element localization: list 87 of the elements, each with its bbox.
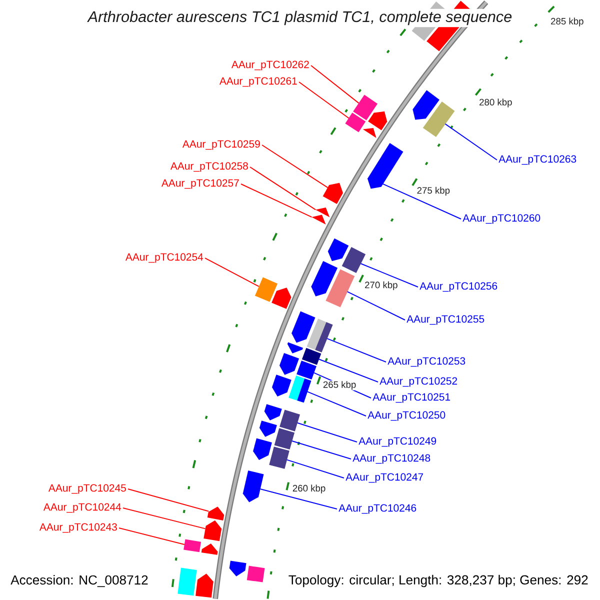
leader-line [296, 422, 358, 442]
leader-line [240, 184, 312, 218]
pointed-gene-block [328, 238, 349, 262]
leader-line [262, 144, 328, 188]
pointed-gene-block [412, 90, 440, 120]
gene-triangle [316, 208, 330, 218]
gene-label: AAur_pTC10245 [48, 484, 126, 494]
leader-line [346, 291, 406, 320]
gene-block [184, 539, 202, 552]
tick-label: 285 kbp [550, 17, 584, 27]
gene-label: AAur_pTC10254 [125, 253, 204, 263]
leader-line [122, 508, 206, 530]
tick-label: 280 kbp [478, 98, 513, 108]
pointed-gene-block [272, 288, 292, 309]
gene-block [353, 94, 378, 120]
gene-label: AAur_pTC10256 [420, 282, 498, 292]
gene-block [280, 410, 300, 432]
leader-line [360, 263, 418, 288]
leader-line [318, 358, 378, 382]
leader-line [310, 65, 360, 104]
tick-label: 265 kbp [322, 380, 357, 390]
gene-label: AAur_pTC10247 [346, 473, 424, 483]
gene-label: AAur_pTC10252 [380, 377, 458, 387]
footer-text: Accession: NC_008712 [10, 574, 148, 588]
leader-line [128, 488, 210, 512]
gene-label: AAur_pTC10263 [498, 155, 576, 165]
leader-line [382, 183, 462, 220]
leader-line [298, 82, 350, 119]
gene-label: AAur_pTC10258 [170, 162, 248, 172]
pointed-gene-block [368, 111, 388, 130]
gene-label: AAur_pTC10248 [352, 454, 430, 464]
pointed-gene-block [322, 182, 343, 204]
pointed-gene-block [201, 544, 218, 555]
pointed-gene-block [229, 560, 246, 576]
pointed-gene-block [287, 342, 304, 354]
pointed-gene-block [259, 420, 277, 437]
pointed-gene-block [264, 404, 282, 420]
gene-block [345, 112, 366, 132]
pointed-gene-block [204, 520, 222, 542]
leader-line [306, 391, 366, 416]
gene-label: AAur_pTC10257 [161, 179, 239, 189]
pointed-gene-block [253, 438, 272, 460]
pointed-gene-block [367, 142, 404, 189]
leader-line [286, 459, 344, 478]
gene-triangle [312, 214, 326, 224]
gene-block [342, 247, 366, 273]
gene-label: AAur_pTC10253 [388, 357, 466, 367]
tick-label: 270 kbp [364, 280, 398, 291]
tick-label: 260 kbp [292, 484, 326, 494]
pointed-gene-block [207, 506, 224, 520]
leader-line [444, 123, 498, 160]
title: Arthrobacter aurescens TC1 plasmid TC1, complete sequence [86, 8, 514, 28]
leader-line [326, 338, 386, 362]
gene-label: AAur_pTC10249 [358, 437, 436, 447]
pointed-gene-block [272, 374, 292, 396]
gene-block [254, 277, 278, 302]
gene-block [302, 348, 322, 365]
gene-label: AAur_pTC10246 [338, 504, 416, 514]
gene-block [246, 566, 265, 582]
gene-label: AAur_pTC10260 [462, 214, 540, 224]
leader-line [260, 488, 338, 510]
leader-line [118, 528, 185, 545]
gene-label: AAur_pTC10243 [39, 523, 117, 533]
gene-block [422, 102, 455, 138]
gene-block [274, 428, 295, 450]
tick-label: 275 kbp [416, 186, 451, 196]
gene-label: AAur_pTC10255 [406, 315, 484, 325]
gene-label: AAur_pTC10261 [219, 77, 297, 87]
leader-line [292, 440, 352, 460]
gene-block [326, 269, 355, 308]
gene-label: AAur_pTC10262 [231, 60, 309, 70]
gene-block [306, 318, 333, 352]
leader-line [250, 166, 316, 210]
leader-line [204, 258, 260, 287]
gene-label: AAur_pTC10251 [372, 393, 450, 403]
gene-block [269, 446, 290, 469]
footer-text: Topology: circular; Length: 328,237 bp; Genes: 292 [288, 574, 588, 588]
gene-label: AAur_pTC10244 [43, 503, 122, 513]
pointed-gene-block [242, 470, 264, 502]
pointed-gene-block [311, 260, 338, 296]
gene-label: AAur_pTC10259 [182, 140, 260, 150]
gene-block [288, 375, 312, 403]
gene-label: AAur_pTC10250 [368, 411, 446, 421]
gene-block [296, 360, 316, 380]
gene-block [178, 568, 197, 596]
pointed-gene-block [196, 574, 214, 598]
gene-triangle [362, 128, 376, 138]
